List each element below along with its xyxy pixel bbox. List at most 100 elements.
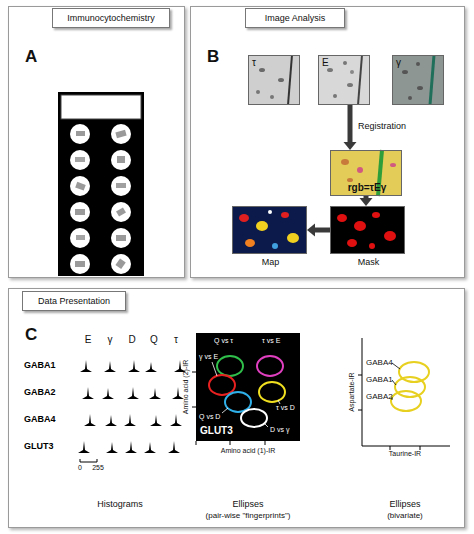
mask-image-part (372, 212, 380, 218)
figure-label: 0 (10, 464, 150, 472)
slide-illustration-part (75, 182, 86, 191)
tau-micrograph-part (248, 55, 300, 105)
histogram-peaks (78, 360, 186, 462)
histogram-peaks-part (82, 387, 94, 399)
e-micrograph-part (350, 70, 354, 74)
figure-label: Q (84, 334, 224, 345)
slide-illustration-part (111, 124, 131, 144)
figure-label: GABA1 (24, 361, 56, 371)
bivariate-ellipse-plot-part (362, 338, 450, 446)
figure-label: Amino acid (2)-IR (182, 360, 190, 414)
panel-header: Data Presentation (22, 291, 126, 311)
node-text: Image Analysis (246, 9, 344, 27)
histogram-peaks-part (144, 442, 156, 453)
histogram-peaks-part (78, 441, 90, 453)
figure-label: Aspartate-IR (348, 372, 356, 411)
figure-label: Ellipses (178, 500, 318, 510)
bivariate-ellipse-plot-part (392, 363, 400, 400)
figure-label: γ vs E (199, 353, 218, 361)
figure-label: GLUT3 (24, 442, 54, 452)
slide-illustration-part (111, 228, 131, 248)
figure-label: (pair-wise "fingerprints") (178, 512, 318, 521)
slide-illustration-part (76, 235, 85, 240)
node-text: γ (396, 57, 401, 68)
figure-label: GABA1 (366, 376, 393, 385)
panel-frame: A Immunocytochemistry (8, 6, 185, 278)
edge-label: Registration (358, 122, 406, 132)
slide-illustration-part (61, 95, 141, 119)
figure-label: D vs γ (270, 426, 289, 434)
map-image-part (281, 212, 289, 218)
mask-image-part (347, 239, 357, 247)
mask-image-part (369, 243, 375, 249)
pairwise-ellipse-plot-part-part (209, 375, 235, 395)
node-text: A (25, 47, 37, 67)
arrow-head (360, 198, 373, 206)
composite-image-part (341, 159, 349, 165)
slide-illustration (58, 92, 144, 276)
tau-micrograph-part (256, 90, 260, 94)
pairwise-ellipse-plot-part (196, 333, 300, 441)
slide-illustration-part (76, 131, 85, 136)
tau-micrograph-part (270, 95, 274, 99)
figure-label: Q vs D (199, 413, 220, 421)
slide-illustration-part (75, 157, 85, 162)
histogram-peaks-part (168, 441, 180, 453)
node-text: B (207, 47, 219, 67)
e-micrograph-part (327, 68, 333, 72)
node-text: rgb=τEγ (311, 182, 423, 193)
bivariate-ellipse-plot-part-part (395, 377, 425, 397)
pairwise-ellipse-plot-part-part (217, 356, 243, 376)
arrow-shaft (364, 196, 369, 198)
panel-header: Image Analysis (245, 8, 345, 28)
histogram-peaks-part (145, 362, 157, 372)
figure-label: τ vs D (276, 404, 295, 412)
panel-frame: BImage AnalysisτEγrgb=τEγMaskMap (190, 6, 465, 278)
node-text: Immunocytochemistry (53, 9, 169, 27)
gamma-micrograph-part (392, 55, 444, 105)
figure-label: GABA4 (366, 359, 393, 368)
figure-label: GABA2 (366, 393, 393, 402)
slide-illustration-part (58, 92, 144, 276)
panel-frame: CData Presentation (8, 288, 465, 528)
image-tile: E (318, 55, 370, 105)
pairwise-ellipse-plot-part (209, 356, 285, 427)
map-image (232, 206, 307, 254)
histogram-peaks-part (128, 360, 140, 372)
slide-illustration-part (70, 124, 90, 144)
node-text: E (322, 57, 329, 68)
pairwise-ellipse-plot (192, 333, 300, 445)
figure-label: Taurine-IR (335, 450, 474, 458)
slide-illustration-part (116, 183, 126, 188)
pairwise-ellipse-plot-part-part (259, 382, 285, 402)
gamma-micrograph-part (408, 96, 412, 100)
gamma-micrograph-part (430, 55, 434, 105)
histogram-peaks-part (80, 459, 97, 462)
arrow-head (307, 224, 315, 237)
figure-label: Amino acid (1)-IR (178, 447, 318, 455)
flow-arrow (344, 105, 357, 150)
gamma-micrograph-part (417, 86, 423, 90)
arrow-shaft (315, 228, 330, 233)
slide-illustration-part (111, 254, 131, 274)
image-tile: Mask (330, 206, 405, 254)
tau-micrograph (248, 55, 300, 105)
mask-image-part (337, 214, 347, 222)
pairwise-ellipse-plot-part-part (241, 409, 267, 427)
figure-label: γ (40, 334, 180, 345)
slide-illustration-part (70, 176, 90, 196)
figure-label: τ vs E (262, 337, 280, 345)
composite-image-part (357, 167, 363, 173)
e-micrograph-part (318, 55, 370, 105)
figure-label: Ellipses (335, 500, 474, 510)
slide-illustration-part (70, 150, 90, 170)
e-micrograph (318, 55, 370, 105)
e-micrograph-part (347, 83, 353, 87)
slide-illustration-part (111, 202, 131, 222)
figure-label: GABA4 (24, 415, 56, 425)
histogram-peaks-part (124, 414, 136, 426)
tau-micrograph-part (288, 55, 292, 105)
histogram-peaks-part (127, 387, 139, 399)
pairwise-ellipse-plot-part-part (257, 356, 283, 376)
